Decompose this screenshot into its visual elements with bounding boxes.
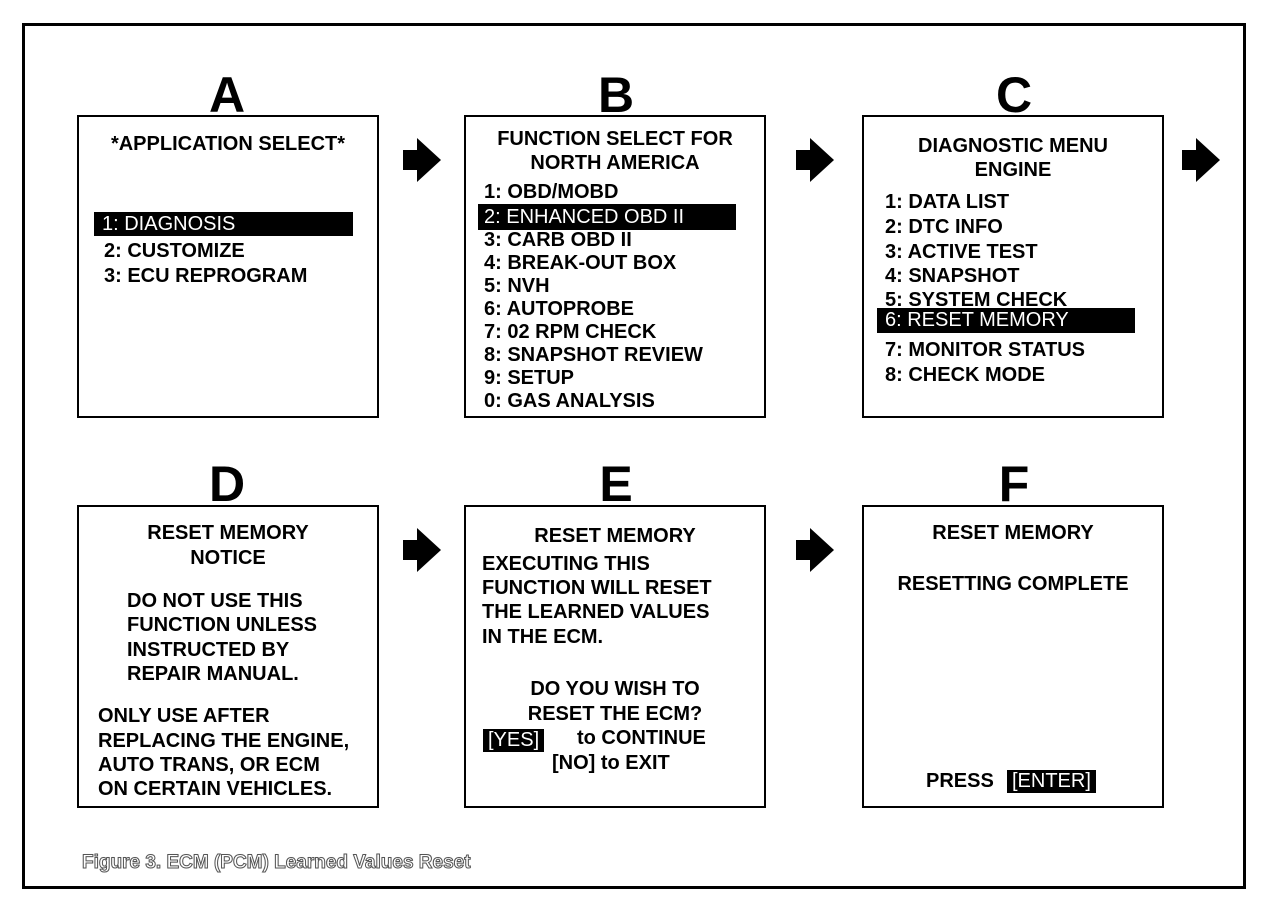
screen-e: RESET MEMORY EXECUTING THIS FUNCTION WIL… [464,505,766,808]
body-line: FUNCTION WILL RESET [482,577,712,599]
note-line: ON CERTAIN VEHICLES. [98,778,333,800]
screen-f: RESET MEMORY RESETTING COMPLETE PRESS [E… [862,505,1164,808]
panel-letter-f: F [998,456,1030,512]
arrow-right-icon [403,138,441,182]
menu-item-obd-mobd[interactable]: 1: OBD/MOBD [484,181,619,203]
figure-caption: Figure 3. ECM (PCM) Learned Values Reset [82,852,472,874]
screen-a-title: *APPLICATION SELECT* [110,133,346,155]
menu-item-reset-memory[interactable]: 6: RESET MEMORY [877,308,1135,333]
menu-item-break-out-box[interactable]: 4: BREAK-OUT BOX [484,252,677,274]
menu-item-gas-analysis[interactable]: 0: GAS ANALYSIS [484,390,655,412]
question-line2: RESET THE ECM? [527,703,703,725]
status-text: RESETTING COMPLETE [897,573,1129,595]
note-line: ONLY USE AFTER [98,705,270,727]
menu-item-o2-rpm-check[interactable]: 7: 02 RPM CHECK [484,321,657,343]
body-line: IN THE ECM. [482,626,604,648]
arrow-right-icon [1182,138,1220,182]
menu-item-monitor-status[interactable]: 7: MONITOR STATUS [885,339,1085,361]
menu-item-carb-obd-ii[interactable]: 3: CARB OBD II [484,229,632,251]
menu-item-active-test[interactable]: 3: ACTIVE TEST [885,241,1038,263]
menu-item-check-mode[interactable]: 8: CHECK MODE [885,364,1046,386]
panel-letter-b: B [597,67,635,123]
arrow-right-icon [796,528,834,572]
screen-e-title: RESET MEMORY [534,525,696,547]
note-line: AUTO TRANS, OR ECM [98,754,320,776]
warning-line: INSTRUCTED BY [127,639,290,661]
panel-letter-d: D [208,456,246,512]
panel-letter-e: E [599,456,633,512]
menu-item-nvh[interactable]: 5: NVH [484,275,550,297]
panel-letter-a: A [208,67,246,123]
screen-c-title-line2: ENGINE [974,159,1052,181]
menu-item-dtc-info[interactable]: 2: DTC INFO [885,216,1003,238]
panel-letter-c: C [995,67,1033,123]
arrow-right-icon [403,528,441,572]
question-line1: DO YOU WISH TO [530,678,700,700]
menu-item-system-check[interactable]: 5: SYSTEM CHECK [885,289,1068,311]
screen-d-title-line1: RESET MEMORY [147,522,309,544]
screen-c: DIAGNOSTIC MENU ENGINE 1: DATA LIST 2: D… [862,115,1164,418]
screen-d-title-line2: NOTICE [190,547,266,569]
menu-item-enhanced-obd-ii[interactable]: 2: ENHANCED OBD II [478,204,736,230]
screen-b-title-line2: NORTH AMERICA [530,152,700,174]
screen-c-title-line1: DIAGNOSTIC MENU [918,135,1108,157]
warning-line: FUNCTION UNLESS [127,614,317,636]
menu-item-snapshot[interactable]: 4: SNAPSHOT [885,265,1020,287]
screen-b: FUNCTION SELECT FOR NORTH AMERICA 1: OBD… [464,115,766,418]
screen-b-title-line1: FUNCTION SELECT FOR [497,128,733,150]
enter-key[interactable]: [ENTER] [1007,770,1096,793]
figure-frame [22,23,1246,889]
warning-line: DO NOT USE THIS [127,590,303,612]
menu-item-customize[interactable]: 2: CUSTOMIZE [104,240,245,262]
menu-item-autoprobe[interactable]: 6: AUTOPROBE [484,298,635,320]
body-line: THE LEARNED VALUES [482,601,710,623]
press-label: PRESS [926,770,994,792]
menu-item-data-list[interactable]: 1: DATA LIST [885,191,1010,213]
note-line: REPLACING THE ENGINE, [98,730,350,752]
no-instruction[interactable]: [NO] to EXIT [552,752,670,774]
screen-d: RESET MEMORY NOTICE DO NOT USE THIS FUNC… [77,505,379,808]
menu-item-setup[interactable]: 9: SETUP [484,367,575,389]
yes-key[interactable]: [YES] [483,729,545,752]
menu-item-ecu-reprogram[interactable]: 3: ECU REPROGRAM [104,265,308,287]
yes-instruction: to CONTINUE [577,727,706,749]
arrow-right-icon [796,138,834,182]
body-line: EXECUTING THIS [482,553,650,575]
menu-item-snapshot-review[interactable]: 8: SNAPSHOT REVIEW [484,344,703,366]
menu-item-diagnosis[interactable]: 1: DIAGNOSIS [94,212,353,236]
screen-f-title: RESET MEMORY [932,522,1094,544]
warning-line: REPAIR MANUAL. [127,663,299,685]
screen-a: *APPLICATION SELECT* 1: DIAGNOSIS 2: CUS… [77,115,379,418]
